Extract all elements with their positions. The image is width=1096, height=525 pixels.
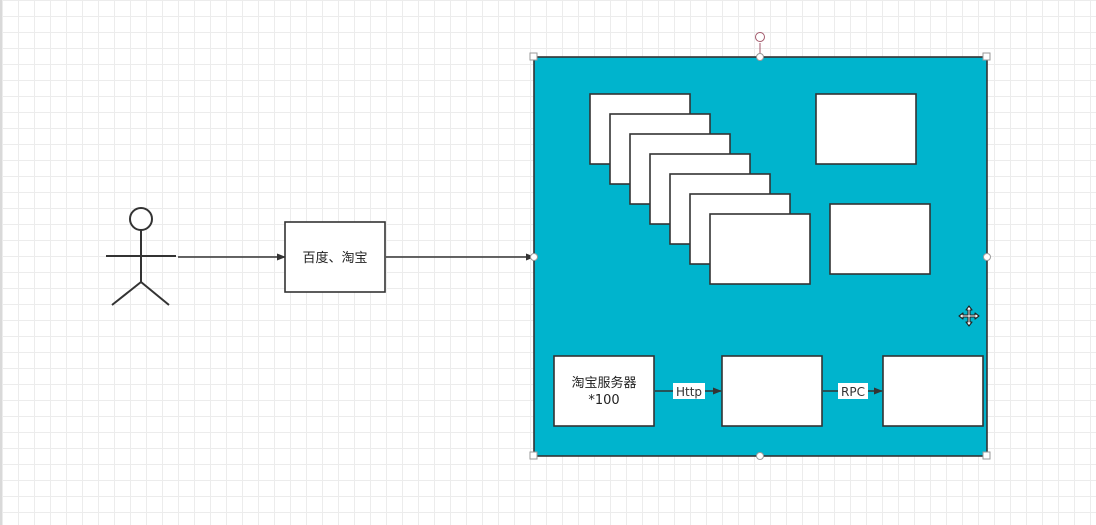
user-actor-icon[interactable] — [106, 207, 176, 306]
box-top-right[interactable] — [815, 93, 917, 165]
resize-handle-left[interactable] — [530, 253, 538, 261]
resize-handle-top-left[interactable] — [529, 52, 538, 61]
taobao-server-count: *100 — [588, 393, 619, 408]
rpc-label-bg — [838, 383, 868, 399]
taobao-server-label: 淘宝服务器 — [571, 375, 636, 391]
actor-head — [129, 207, 153, 231]
rpc-edge-label: RPC — [841, 385, 865, 399]
taobao-server-node[interactable]: 淘宝服务器 *100 — [553, 355, 655, 427]
stack-box-7[interactable] — [709, 213, 811, 285]
rotate-handle-icon[interactable] — [755, 32, 765, 42]
resize-handle-bottom[interactable] — [756, 452, 764, 460]
resize-handle-top[interactable] — [756, 53, 764, 61]
box-middle-right[interactable] — [829, 203, 931, 275]
selection-handles — [529, 32, 991, 460]
actor-right-leg — [140, 281, 170, 306]
gateway-box — [284, 221, 386, 293]
resize-handle-bottom-right[interactable] — [982, 451, 991, 460]
stacked-server-boxes — [589, 93, 811, 285]
resize-handle-bottom-left[interactable] — [529, 451, 538, 460]
gateway-node[interactable]: 百度、淘宝 — [284, 221, 386, 293]
http-label-bg — [673, 383, 705, 399]
rpc-target-box[interactable] — [882, 355, 984, 427]
move-cursor-icon — [958, 305, 980, 327]
middle-service-box[interactable] — [721, 355, 823, 427]
resize-handle-right[interactable] — [983, 253, 991, 261]
gateway-label: 百度、淘宝 — [302, 250, 367, 266]
http-edge-label: Http — [676, 385, 702, 399]
resize-handle-top-right[interactable] — [982, 52, 991, 61]
taobao-server-box — [553, 355, 655, 427]
actor-left-leg — [111, 281, 142, 306]
canvas-left-border — [0, 0, 2, 525]
